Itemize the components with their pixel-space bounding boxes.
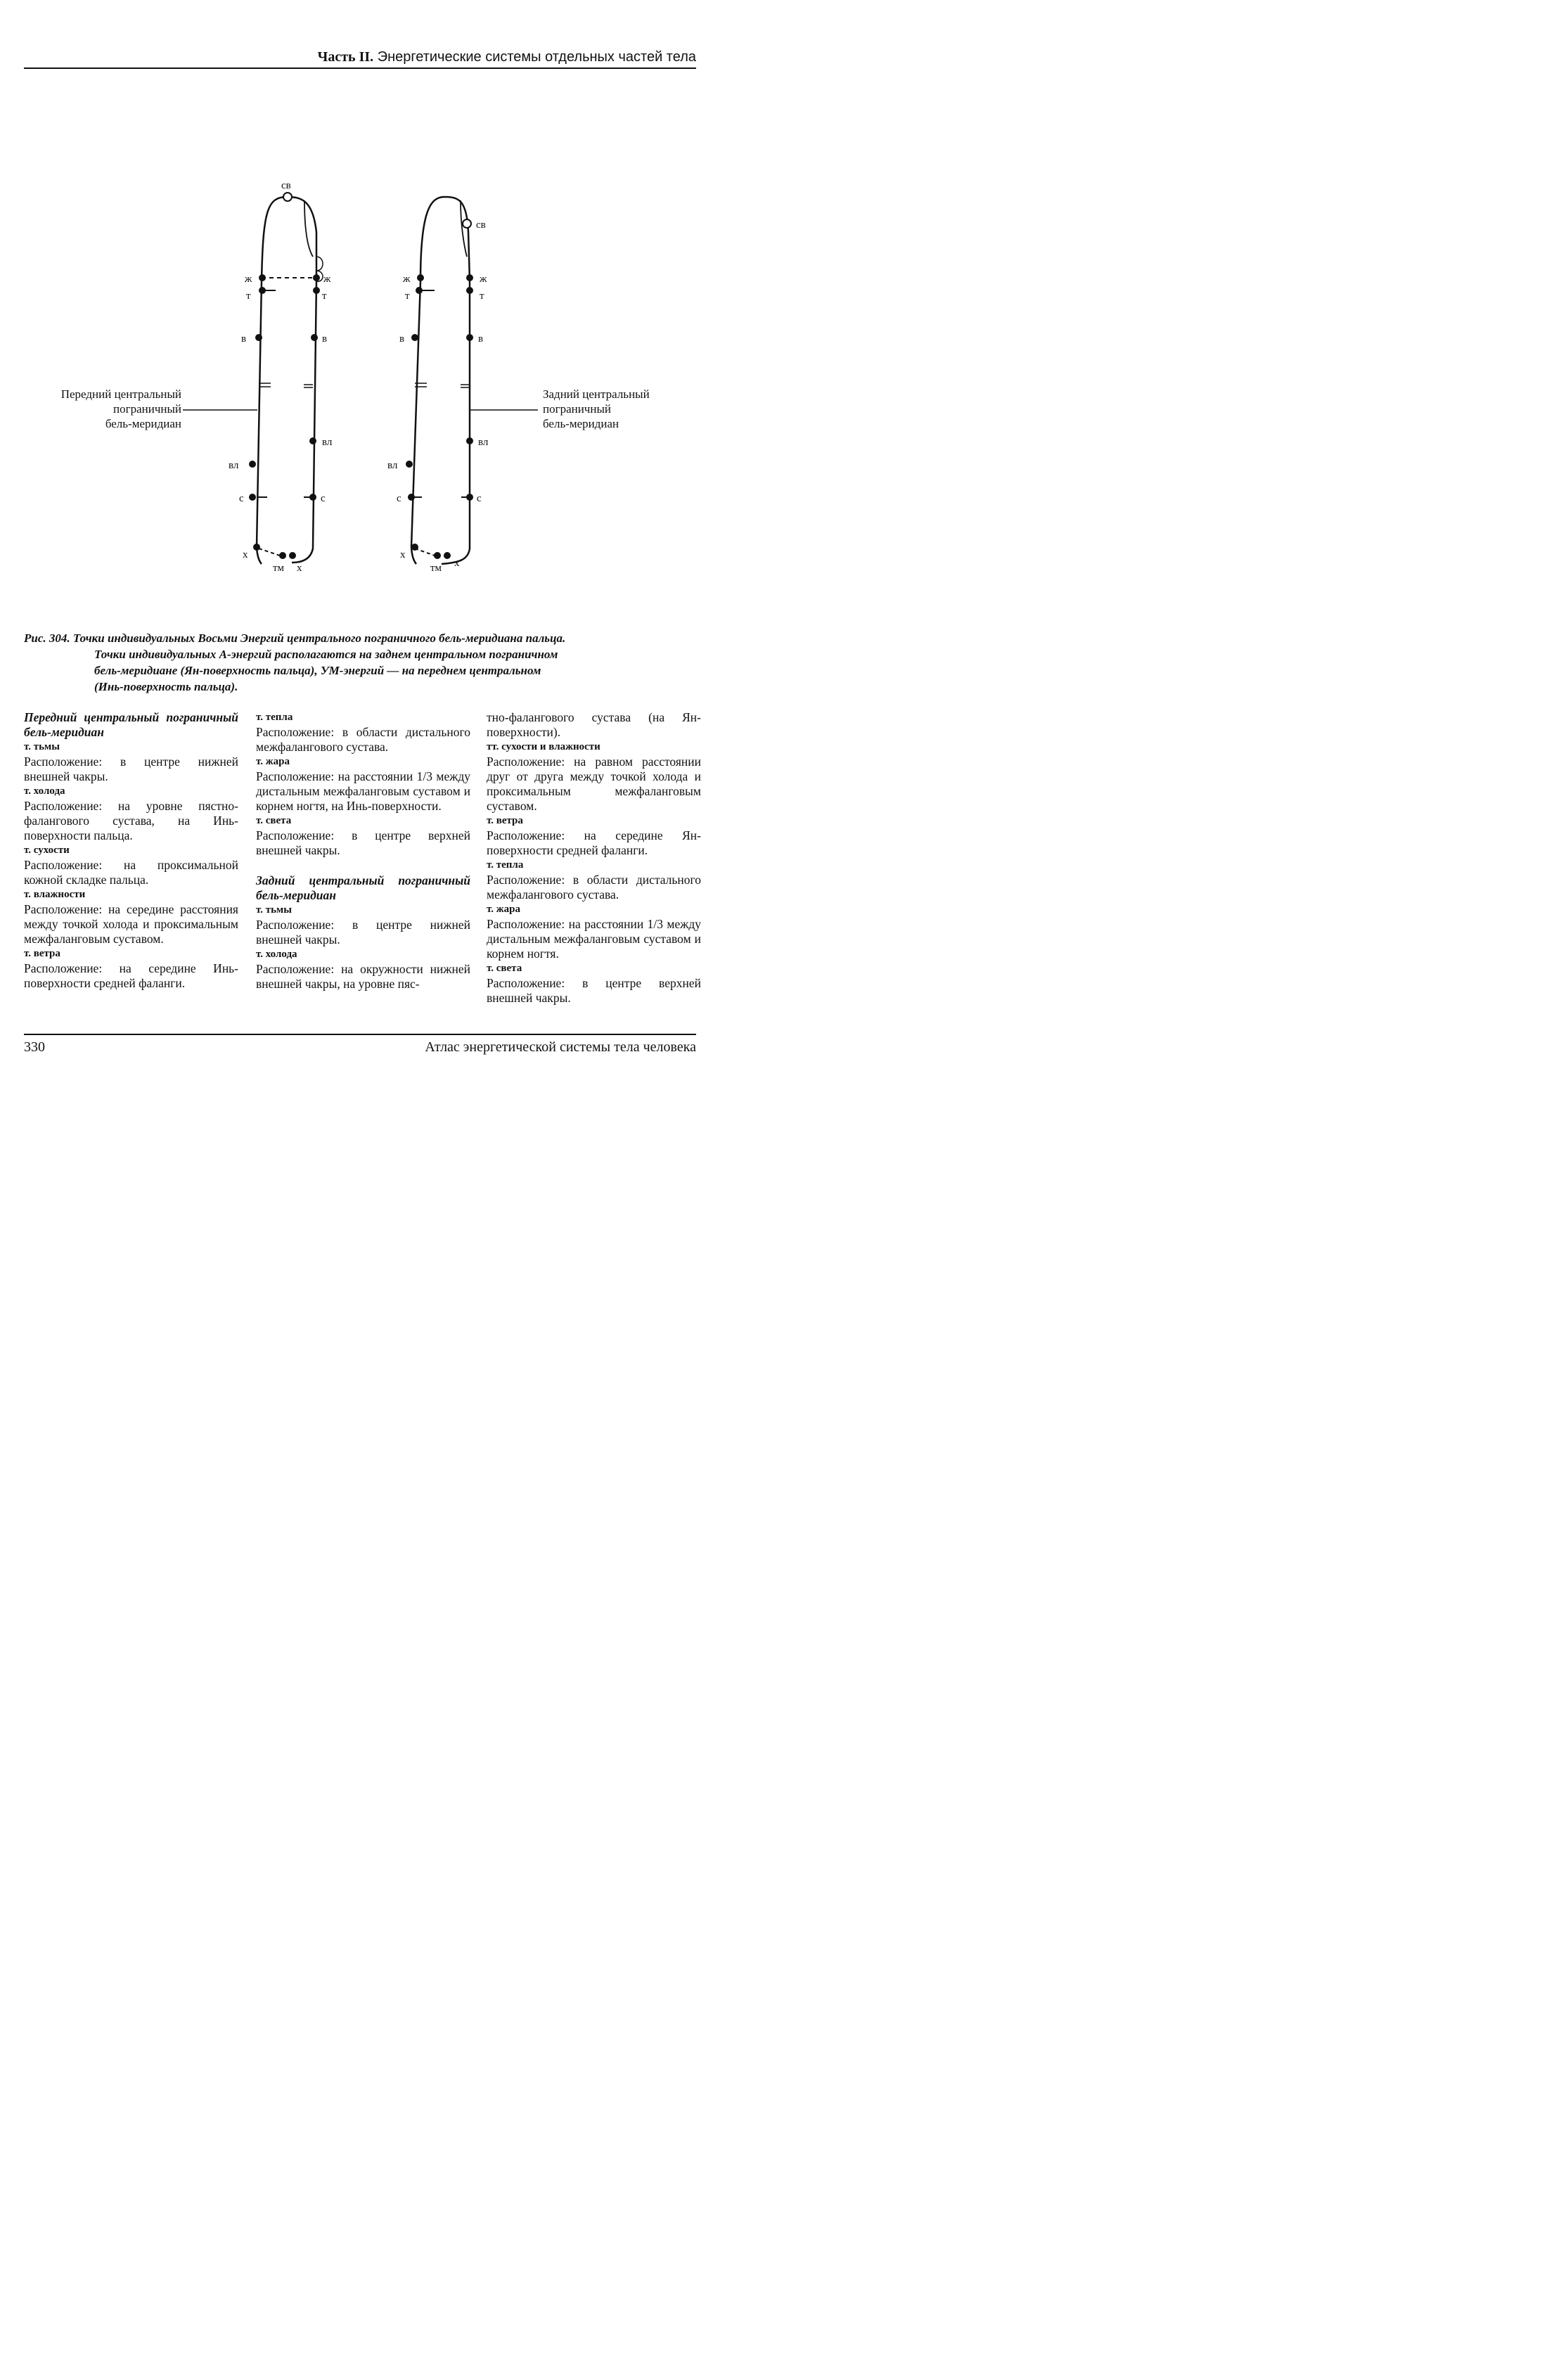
caption-line3: бель-меридиане (Ян-поверхность пальца), … <box>94 664 541 677</box>
label-zh-right-back: ж <box>479 274 487 285</box>
label-v-left-back: в <box>322 333 327 345</box>
point-name: т. тепла <box>487 859 524 871</box>
point-name: т. холода <box>24 785 65 797</box>
label-t-right: т <box>405 290 410 302</box>
point-name: т. влажности <box>24 889 86 900</box>
label-sv-left: св <box>281 180 291 191</box>
location-text: Расположение: на окружности нижней внешн… <box>256 962 470 991</box>
point-name: т. света <box>487 963 522 974</box>
label-kh-left: х <box>243 549 248 560</box>
point-name: т. света <box>256 815 292 826</box>
location-text: Расположение: в центре нижней внешней ча… <box>256 918 470 947</box>
finger-diagram: св ж т в вл с х тм х ж т в вл с св ж т в… <box>0 169 720 594</box>
part-label: Часть II. <box>317 49 374 65</box>
point-name: т. сухости <box>24 845 70 856</box>
location-text: Расположение: на середине Инь-поверхност… <box>24 961 238 990</box>
text-column-3: тно-фалангового сустава (на Ян-поверхнос… <box>487 710 701 1006</box>
caption-line4: (Инь-поверхность пальца). <box>94 680 238 693</box>
label-v-right: в <box>399 333 404 345</box>
back-meridian-label: Задний центральный пограничный бель-мери… <box>543 387 650 431</box>
part-title: Энергетические системы отдельных частей … <box>377 49 696 65</box>
point-name: тт. сухости и влажности <box>487 741 600 752</box>
section-heading: Передний центральный пограничный бель-ме… <box>24 710 238 739</box>
label-t-left-back: т <box>322 290 327 302</box>
point-name: т. ветра <box>487 815 523 826</box>
location-text: Расположение: в области дистального межф… <box>256 725 470 754</box>
point-name: т. тьмы <box>256 904 292 916</box>
caption-line2: Точки индивидуальных А-энергий располага… <box>94 648 558 661</box>
finger-diagram-svg: св ж т в вл с х тм х ж т в вл с св ж т в… <box>183 180 538 574</box>
label-kh-right: х <box>400 549 406 560</box>
location-text: Расположение: в области дистального межф… <box>487 873 701 902</box>
label-vl-right-back: вл <box>478 437 489 448</box>
location-text: Расположение: в центре нижней внешней ча… <box>24 755 238 783</box>
location-text: Расположение: на середине Ян-поверхности… <box>487 828 701 857</box>
label-s-right: с <box>397 493 401 504</box>
front-label-line2: пограничный <box>113 402 181 416</box>
point-name: т. жара <box>487 904 520 915</box>
label-zh-left: ж <box>244 274 252 285</box>
label-v-left: в <box>241 333 246 345</box>
page-header: Часть II. Энергетические системы отдельн… <box>24 49 696 69</box>
location-text: Расположение: на расстоянии 1/3 между ди… <box>487 917 701 961</box>
label-tm-right: тм <box>430 563 442 574</box>
label-tm-left: тм <box>273 563 285 574</box>
label-v-right-back: в <box>478 333 483 345</box>
label-kh2-right: х <box>454 558 460 569</box>
label-vl-right: вл <box>387 460 398 471</box>
caption-number: Рис. 304. <box>24 631 70 645</box>
front-meridian-label: Передний центральный пограничный бель-ме… <box>44 387 181 431</box>
figure-caption: Рис. 304. Точки индивидуальных Восьми Эн… <box>24 630 699 695</box>
running-head: Часть II. Энергетические системы отдельн… <box>318 49 696 65</box>
back-label-line3: бель-меридиан <box>543 417 619 430</box>
label-vl-left: вл <box>229 460 239 471</box>
label-zh-right: ж <box>402 274 411 285</box>
label-vl-left-back: вл <box>322 437 333 448</box>
location-text: Расположение: на расстоянии 1/3 между ди… <box>256 769 470 813</box>
location-text: Расположение: на равном расстоянии друг … <box>487 755 701 813</box>
page-number: 330 <box>24 1039 45 1055</box>
location-text: тно-фалангового сустава (на Ян-поверхнос… <box>487 710 701 739</box>
text-column-1: Передний центральный пограничный бель-ме… <box>24 710 238 991</box>
point-name: т. жара <box>256 756 290 767</box>
point-name: т. ветра <box>24 948 60 959</box>
location-text: Расположение: на уровне пястно-фалангово… <box>24 799 238 842</box>
caption-line1: Точки индивидуальных Восьми Энергий цент… <box>72 631 566 645</box>
label-s-right-back: с <box>477 493 482 504</box>
label-t-right-back: т <box>480 290 484 302</box>
location-text: Расположение: на середине расстояния меж… <box>24 902 238 946</box>
location-text: Расположение: на проксимальной кожной ск… <box>24 858 238 887</box>
front-label-line1: Передний центральный <box>60 387 181 401</box>
label-zh-left-back: ж <box>323 274 331 285</box>
back-label-line1: Задний центральный <box>543 387 650 401</box>
back-label-line2: пограничный <box>543 402 611 416</box>
label-t-left: т <box>246 290 251 302</box>
label-sv-right: св <box>476 219 486 231</box>
page-footer: 330 Атлас энергетической системы тела че… <box>24 1034 696 1055</box>
spacer <box>256 858 470 873</box>
location-text: Расположение: в центре верхней внешней ч… <box>487 976 701 1005</box>
section-heading: Задний центральный пограничный бель-мери… <box>256 873 470 902</box>
location-text: Расположение: в центре верхней внешней ч… <box>256 828 470 857</box>
point-name: т. тепла <box>256 712 293 723</box>
book-title: Атлас энергетической системы тела челове… <box>425 1039 696 1055</box>
front-label-line3: бель-меридиан <box>105 417 181 430</box>
label-s-left: с <box>239 493 244 504</box>
label-s-left-back: с <box>321 493 326 504</box>
label-kh2-left: х <box>297 563 302 574</box>
point-name: т. тьмы <box>24 741 60 752</box>
point-name: т. холода <box>256 949 297 960</box>
